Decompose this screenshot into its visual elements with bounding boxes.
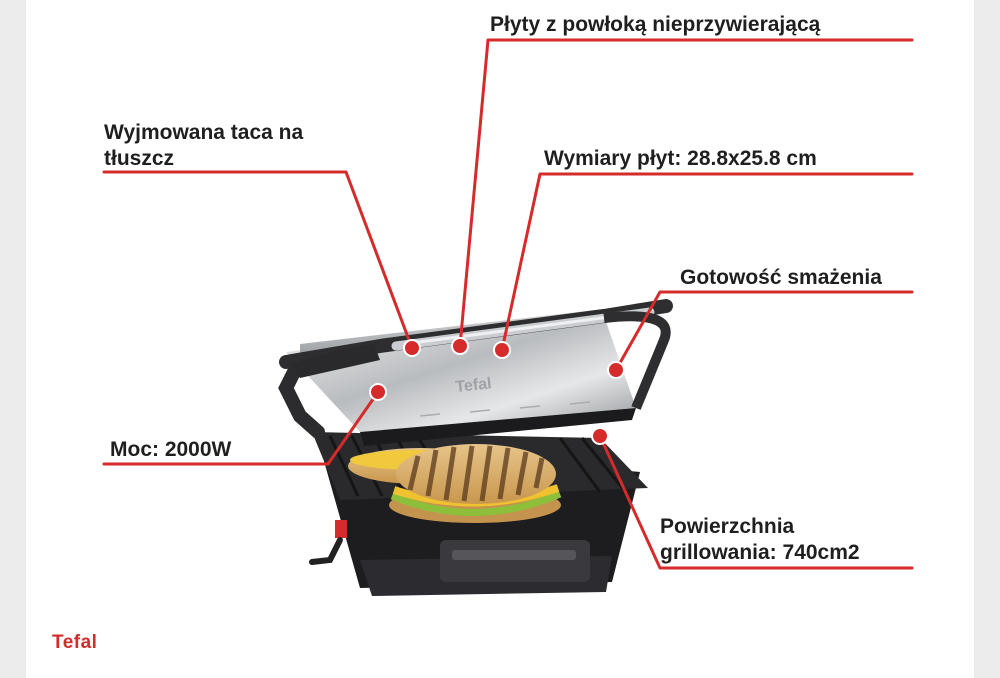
callout-label-coating: Płyty z powłoką nieprzywierającą	[490, 13, 821, 36]
callout-label-ready: Gotowość smażenia	[680, 266, 882, 289]
callout-label-tray-line2: tłuszcz	[104, 147, 175, 170]
callout-dot-power	[369, 383, 387, 401]
lid-handle[interactable]	[279, 299, 673, 410]
callout-label-power: Moc: 2000W	[110, 438, 232, 461]
callout-dot-dimensions	[493, 341, 511, 359]
callout-line-tray	[102, 170, 414, 350]
callout-label-tray-line1: Wyjmowana taca na	[104, 121, 304, 144]
callout-line-power	[102, 390, 380, 466]
callout-line-coating	[458, 38, 914, 348]
callout-line-surface	[598, 434, 914, 570]
lid-embossed-logo: Tefal	[455, 375, 493, 396]
tefal-logo: Tefal	[52, 632, 98, 653]
callout-line-ready	[614, 290, 914, 372]
sandwich-front	[389, 444, 562, 523]
left-hinge	[278, 353, 325, 439]
callout-dot-surface	[591, 427, 609, 445]
callout-label-dimensions: Wymiary płyt: 28.8x25.8 cm	[544, 147, 817, 170]
callout-label-surface-line1: Powierzchnia	[660, 515, 795, 538]
indicator-light	[335, 520, 347, 538]
callout-dot-tray	[403, 339, 421, 357]
callout-line-dimensions	[500, 172, 914, 352]
callout-label-surface-line2: grillowania: 740cm2	[660, 541, 860, 564]
callout-dot-coating	[451, 337, 469, 355]
callout-dot-ready	[607, 361, 625, 379]
